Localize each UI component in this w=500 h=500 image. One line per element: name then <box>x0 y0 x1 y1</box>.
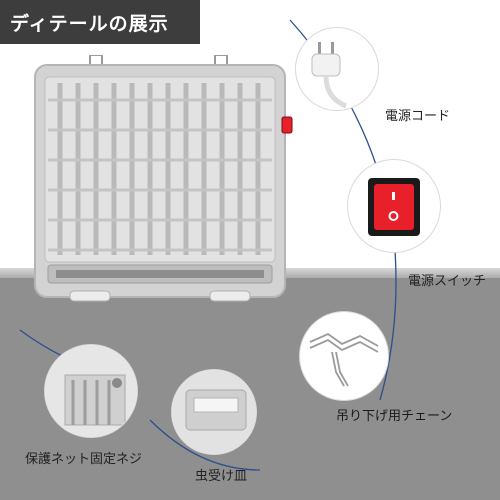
power-switch-label: 電源スイッチ <box>408 274 487 289</box>
power-plug-icon <box>311 42 348 109</box>
power-cord-callout <box>296 28 378 110</box>
protective-net-screw-callout <box>45 345 137 437</box>
power-switch-callout <box>348 160 440 252</box>
insect-tray-callout <box>172 370 256 454</box>
bug-zapper-device <box>34 55 293 302</box>
hanging-chain-callout <box>300 312 388 400</box>
page-title: ディテールの展示 <box>10 13 169 35</box>
protective-net-screw-label: 保護ネット固定ネジ <box>25 452 143 467</box>
tray-icon <box>172 370 256 454</box>
header-banner: ディテールの展示 <box>0 0 200 44</box>
chain-icon <box>309 332 379 387</box>
insect-tray-label: 虫受け皿 <box>195 469 248 484</box>
grille-corner-icon <box>45 345 137 437</box>
hanging-chain-label: 吊り下げ用チェーン <box>336 409 453 424</box>
rocker-switch-icon <box>368 178 420 236</box>
power-cord-label: 電源コード <box>385 109 451 124</box>
